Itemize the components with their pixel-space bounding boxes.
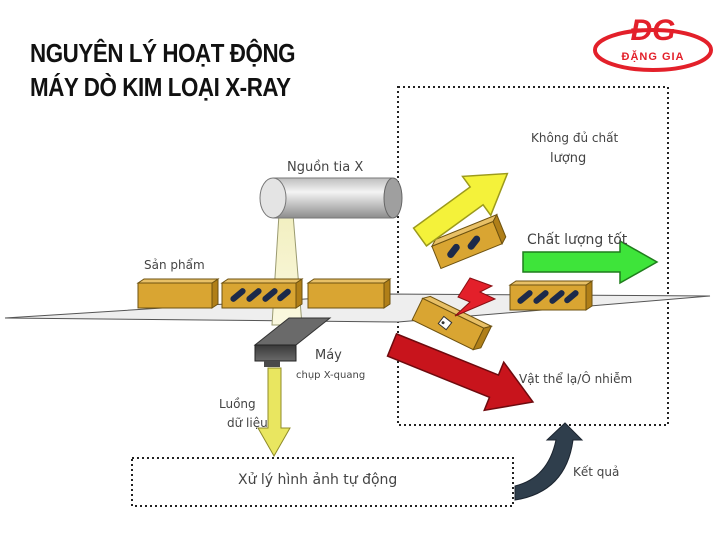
poor-quality-arrow [412, 172, 509, 247]
xray-machine [253, 317, 332, 367]
label-good-quality: Chất lượng tốt [527, 232, 628, 248]
logo-name: ĐẶNG GIA [622, 50, 685, 63]
label-result: Kết quả [573, 465, 620, 479]
lightning-icon [454, 277, 497, 317]
xray-source-tube [259, 177, 403, 219]
logo-inner [597, 34, 709, 66]
output-zone [397, 86, 669, 426]
product-box-1 [136, 278, 220, 309]
label-processing: Xử lý hình ảnh tự động [238, 472, 398, 488]
result-arrow [514, 422, 584, 501]
tube-body [273, 178, 393, 218]
logo: ĐG ĐẶNG GIA [593, 14, 713, 72]
label-poor-quality-1: Không đủ chất [531, 131, 619, 145]
good-quality-arrow [522, 239, 659, 285]
label-poor-quality-2: lượng [550, 151, 587, 166]
label-machine-sub: chụp X-quang [296, 370, 366, 381]
label-xray-source: Nguồn tia X [287, 160, 364, 175]
product-box-3 [306, 278, 392, 309]
contaminant-icon [437, 315, 453, 331]
tube-front [259, 177, 287, 219]
page-title-line-1: NGUYÊN LÝ HOẠT ĐỘNG [30, 38, 296, 68]
logo-ring [593, 28, 713, 72]
page-title-line-2: MÁY DÒ KIM LOẠI X-RAY [30, 72, 291, 102]
label-data-flow-1: Luồng [219, 397, 256, 411]
label-contaminant: Vật thể lạ/Ô nhiễm [519, 372, 633, 386]
rejected-box-poor [430, 213, 507, 270]
contaminant-arrow [386, 332, 535, 412]
label-machine: Máy [315, 348, 342, 363]
label-data-flow-2: dữ liệu [227, 416, 268, 430]
processing-box [131, 457, 514, 507]
tube-end [383, 177, 403, 219]
product-box-2 [220, 278, 304, 309]
data-flow-arrow [257, 367, 291, 458]
label-product: Sản phẩm [144, 258, 205, 272]
contaminated-box [411, 295, 493, 351]
logo-mark: ĐG [631, 14, 676, 47]
product-box-good [508, 280, 594, 311]
